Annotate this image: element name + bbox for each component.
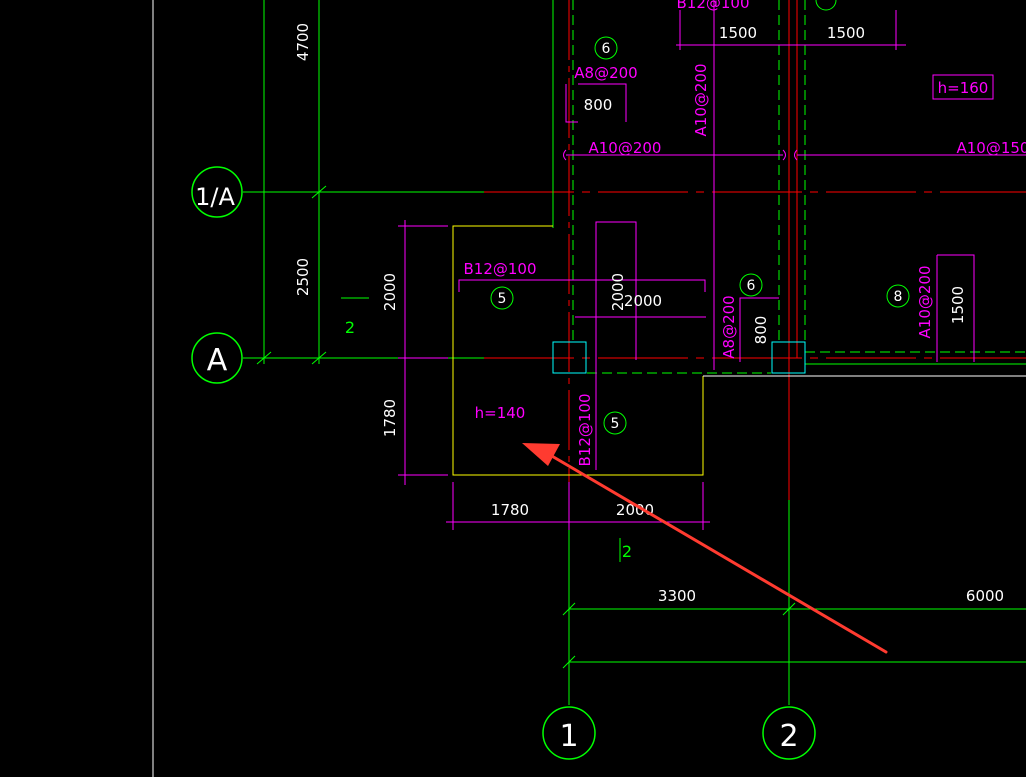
dim-label-1780-bottom: 1780 [491,501,529,519]
dim-label-2500: 2500 [294,258,312,296]
rebar-bracket [578,83,627,122]
dimension-labels: 4700 2500 2000 1780 1780 2000 3300 6000 [294,23,1004,605]
reinforcement-tag-circles [490,0,910,435]
rebar-2000-vertical [595,221,637,470]
grid-label-2: 2 [779,719,798,754]
axis-lines [484,0,1026,500]
h160-box [932,74,994,100]
rebar-hook [794,149,798,161]
grid-bubble-a [191,332,243,384]
rebar-label-a8-200: A8@200 [574,64,637,82]
rebar-span-2000-vert: 2000 [609,273,627,311]
rebar-span-1500a: 1500 [719,24,757,42]
rebar-span-800b: 800 [752,316,770,345]
tag-circle-6a [594,36,618,60]
rebar-label-a10-200-vert: A10@200 [692,64,710,137]
grid-bubble-1 [542,706,596,760]
dim-tick [562,655,576,669]
tag-label-6a: 6 [602,41,611,57]
tag-circle-6b [739,273,763,297]
rebar-span-1500-vert: 1500 [949,286,967,324]
grid-lines [243,0,1026,705]
column-a2 [771,341,806,374]
rebar-label-a10-200-horiz: A10@200 [589,139,662,157]
tag-label-5a: 5 [498,291,507,307]
dim-label-6000: 6000 [966,587,1004,605]
column-a1 [552,341,587,374]
rebar-1500-bracket [937,254,975,362]
dim-label-2000-left: 2000 [381,273,399,311]
dim-label-4700: 4700 [294,23,312,61]
annotation-arrow [522,443,888,654]
dim-label-1780-left: 1780 [381,399,399,437]
grid-bubble-2 [762,706,816,760]
rebar-label-b12-clipped: B12@100 [676,0,749,12]
arrow-head [522,443,560,466]
rebar-span-2000-horiz: 2000 [624,292,662,310]
tag-circle-5b [603,411,627,435]
tag-label-8: 8 [894,289,903,305]
grid-label-1: 1 [559,719,578,754]
rebar-label-a10-200-right: A10@200 [916,266,934,339]
rebar-label-b12-100: B12@100 [463,260,536,278]
rebar-hook [782,149,786,161]
rebar-label-b12-100-vert: B12@100 [576,393,594,466]
dim-tick [782,602,796,616]
dim-tick [311,351,327,365]
tag-circle-clipped [815,0,837,11]
rebar-span-800a: 800 [584,96,613,114]
section-mark-bottom-label: 2 [622,542,632,561]
rebar-bracket [565,84,578,123]
grid-bubble-1a [191,166,243,218]
rebar-label-a10-150: A10@150 [957,139,1026,157]
rebar-label-a8-200-vert: A8@200 [720,295,738,358]
rebar-800-bracket [739,297,779,362]
rebar-hook [563,149,567,161]
rebar-labels: B12@100 A8@200 A10@200 A10@150 B12@100 A… [463,0,1026,467]
slab-thickness-h140: h=140 [475,404,526,422]
section-mark-labels: 2 2 [345,318,632,561]
b12-bracket [458,279,706,292]
tag-label-6b: 6 [747,278,756,294]
dim-label-3300: 3300 [658,587,696,605]
arrow-shaft [543,450,888,654]
section-mark-left-label: 2 [345,318,355,337]
dim-label-2000-bottom: 2000 [616,501,654,519]
reinforcement-tag-labels: 6 5 6 8 5 [498,41,903,432]
rebar-span-1500b: 1500 [827,24,865,42]
dim-tick [562,602,576,616]
dim-tick [256,351,272,365]
grid-label-a: A [207,343,228,378]
tag-label-5b: 5 [611,416,620,432]
rebar-span-labels: 1500 1500 800 2000 2000 800 1500 [584,24,967,344]
grid-bubble-labels: 1/A A 1 2 [195,183,798,754]
tag-circle-5a [490,286,514,310]
grid-label-1a: 1/A [195,183,235,211]
dim-tick [311,185,327,199]
slab-edge [452,225,1026,476]
slab-thickness-h160: h=160 [938,79,989,97]
slab-edge-outline [452,225,704,476]
tag-circle-8 [886,284,910,308]
grid-bubbles [191,166,816,760]
